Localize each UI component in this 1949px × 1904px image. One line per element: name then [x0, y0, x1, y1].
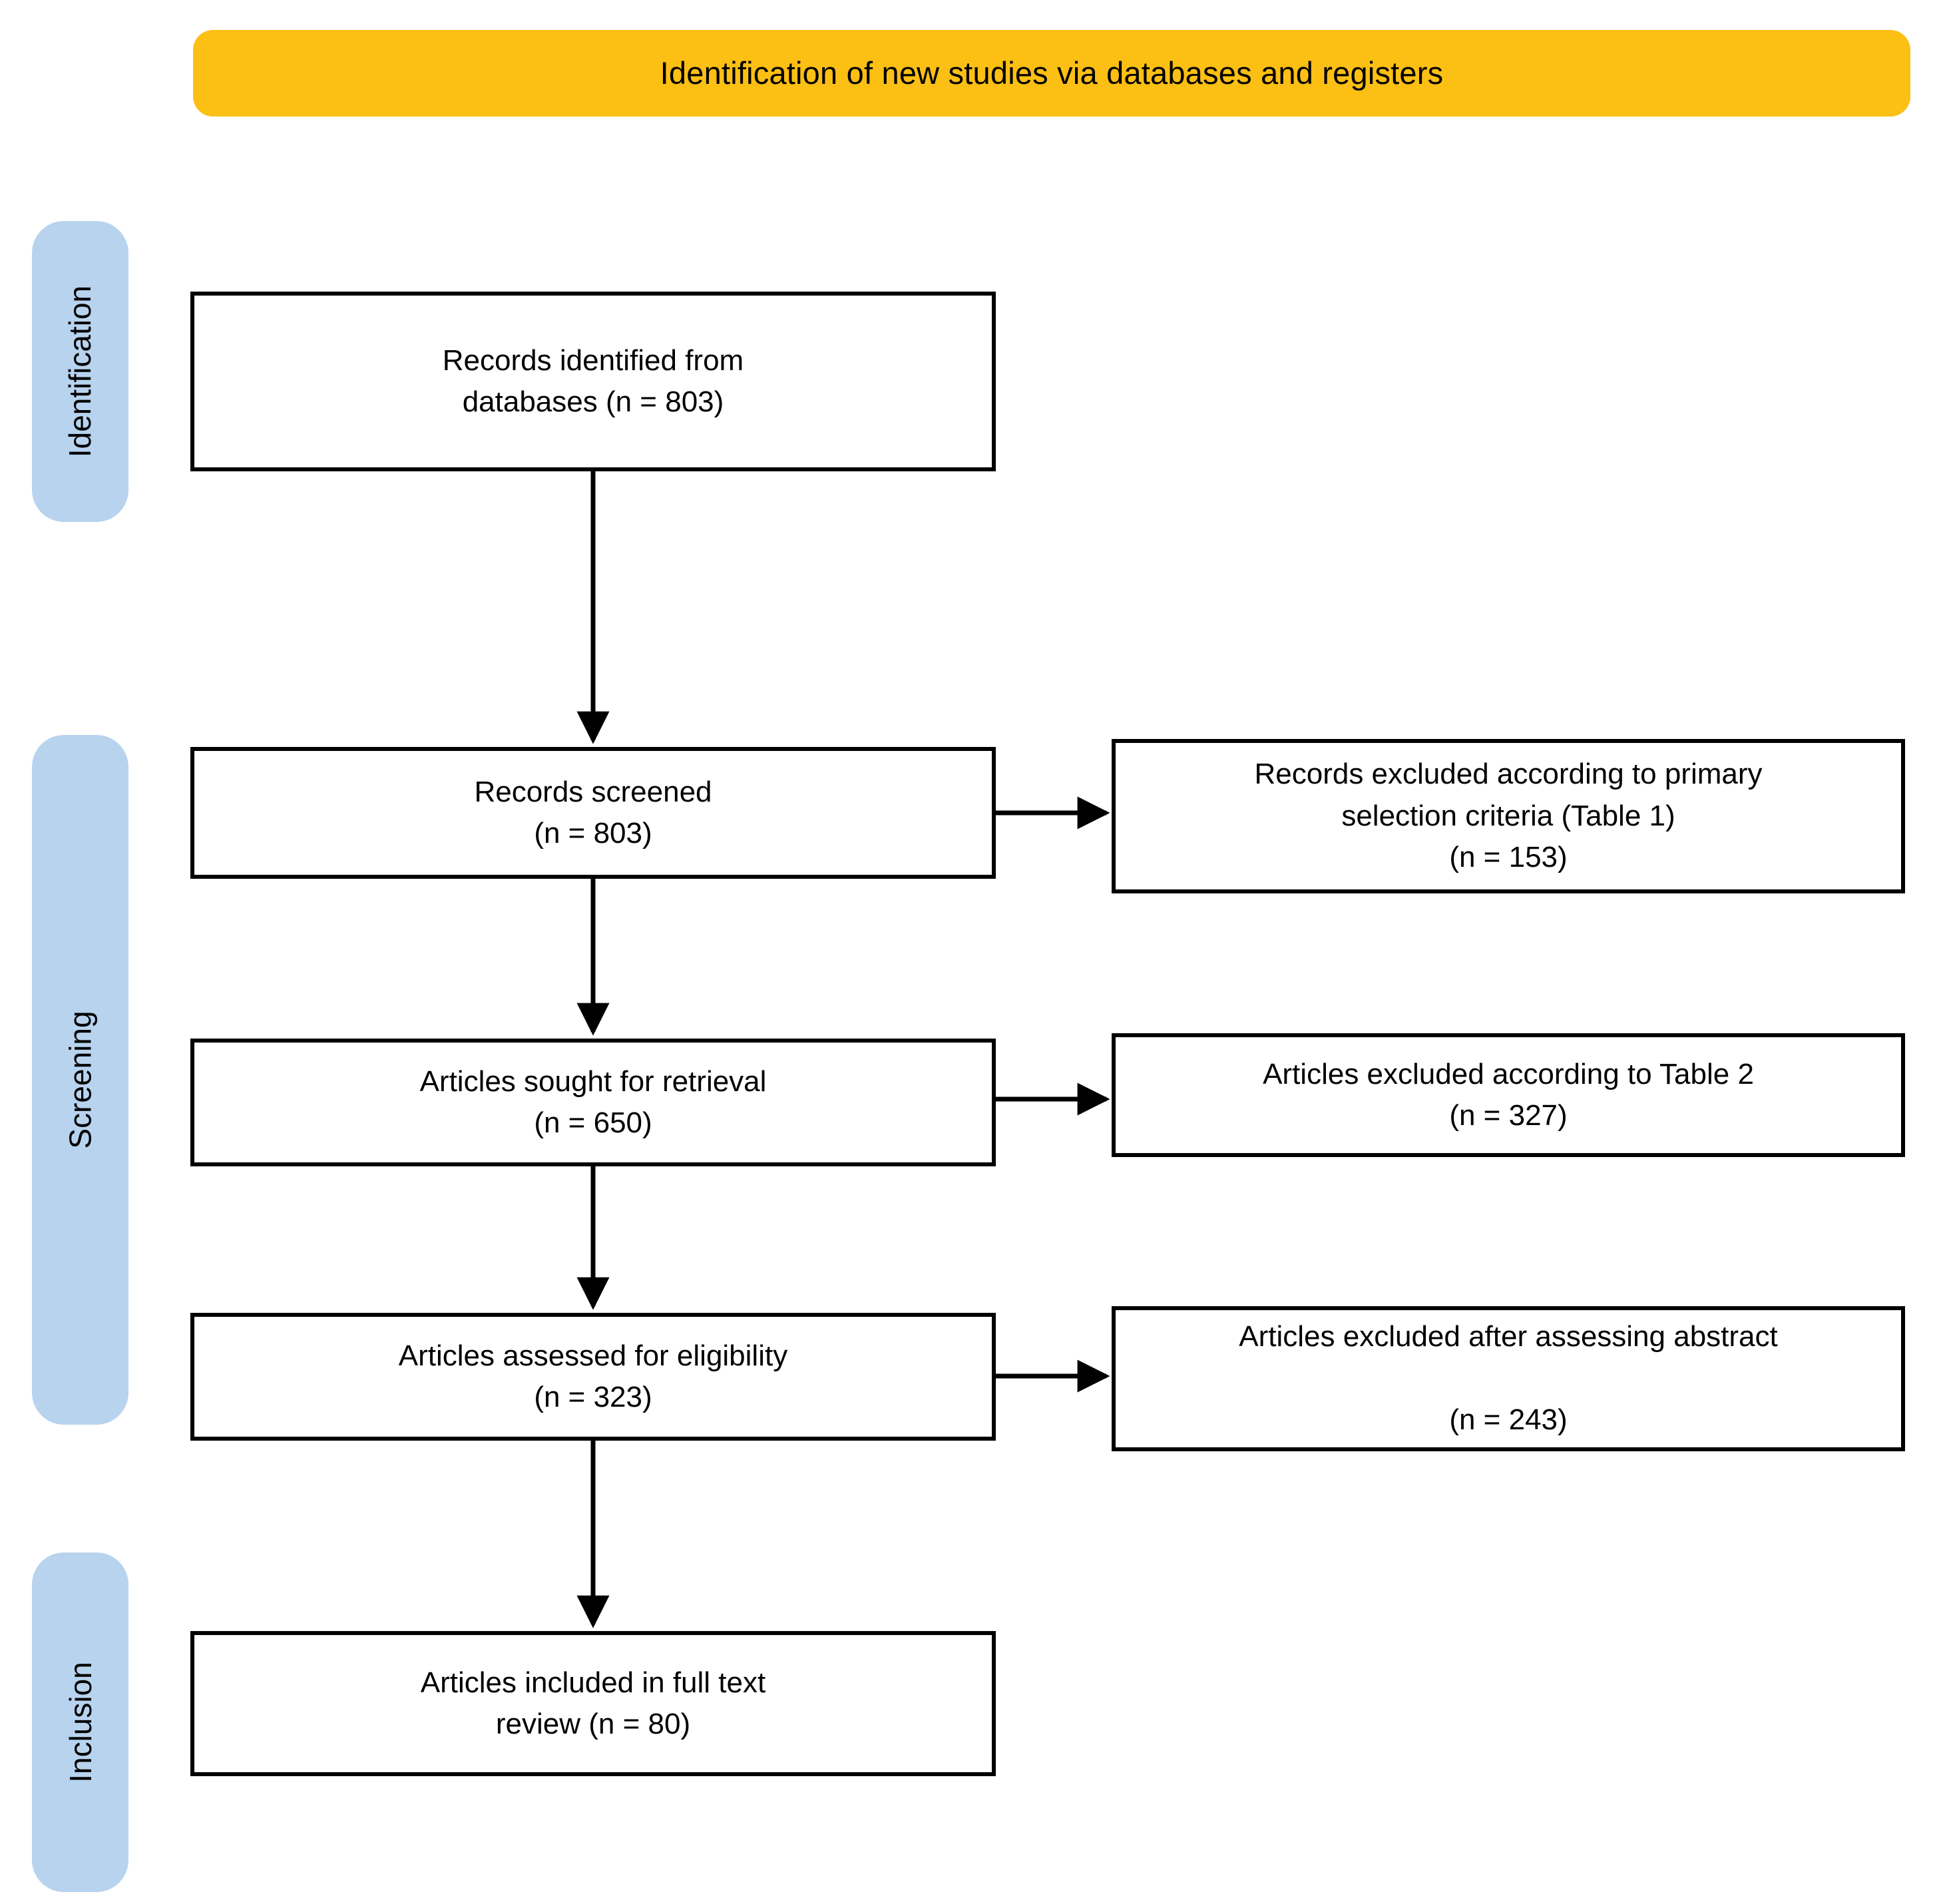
box-articles-excluded-after-abstract-text: Articles excluded after assessing abstra…	[1239, 1320, 1778, 1437]
box-articles-assessed-for-eligibility: Articles assessed for eligibility (n = 3…	[190, 1313, 996, 1441]
box-articles-excluded-table2-text: Articles excluded according to Table 2 (…	[1263, 1057, 1754, 1132]
stage-label-identification: Identification	[63, 285, 98, 458]
box-articles-assessed-for-eligibility-text: Articles assessed for eligibility (n = 3…	[398, 1339, 788, 1413]
box-records-excluded-primary-criteria-text: Records excluded according to primary se…	[1254, 758, 1763, 874]
stage-label-inclusion: Inclusion	[63, 1662, 98, 1783]
box-records-identified-text: Records identified from databases (n = 8…	[442, 344, 744, 418]
diagram-title: Identification of new studies via databa…	[660, 55, 1444, 91]
box-articles-included-full-text: Articles included in full text review (n…	[190, 1631, 996, 1776]
stage-label-screening: Screening	[63, 1011, 98, 1149]
stage-pill-screening: Screening	[32, 735, 128, 1425]
box-articles-sought-for-retrieval-text: Articles sought for retrieval (n = 650)	[419, 1065, 767, 1139]
box-records-screened-text: Records screened (n = 803)	[474, 775, 712, 849]
stage-pill-identification: Identification	[32, 221, 128, 522]
box-articles-sought-for-retrieval: Articles sought for retrieval (n = 650)	[190, 1039, 996, 1166]
box-records-identified: Records identified from databases (n = 8…	[190, 292, 996, 471]
box-articles-excluded-table2: Articles excluded according to Table 2 (…	[1112, 1033, 1905, 1157]
diagram-header-banner: Identification of new studies via databa…	[193, 30, 1910, 117]
box-articles-excluded-after-abstract: Articles excluded after assessing abstra…	[1112, 1306, 1905, 1451]
stage-pill-inclusion: Inclusion	[32, 1552, 128, 1892]
box-articles-included-full-text-text: Articles included in full text review (n…	[420, 1666, 766, 1740]
box-records-screened: Records screened (n = 803)	[190, 747, 996, 879]
box-records-excluded-primary-criteria: Records excluded according to primary se…	[1112, 739, 1905, 893]
